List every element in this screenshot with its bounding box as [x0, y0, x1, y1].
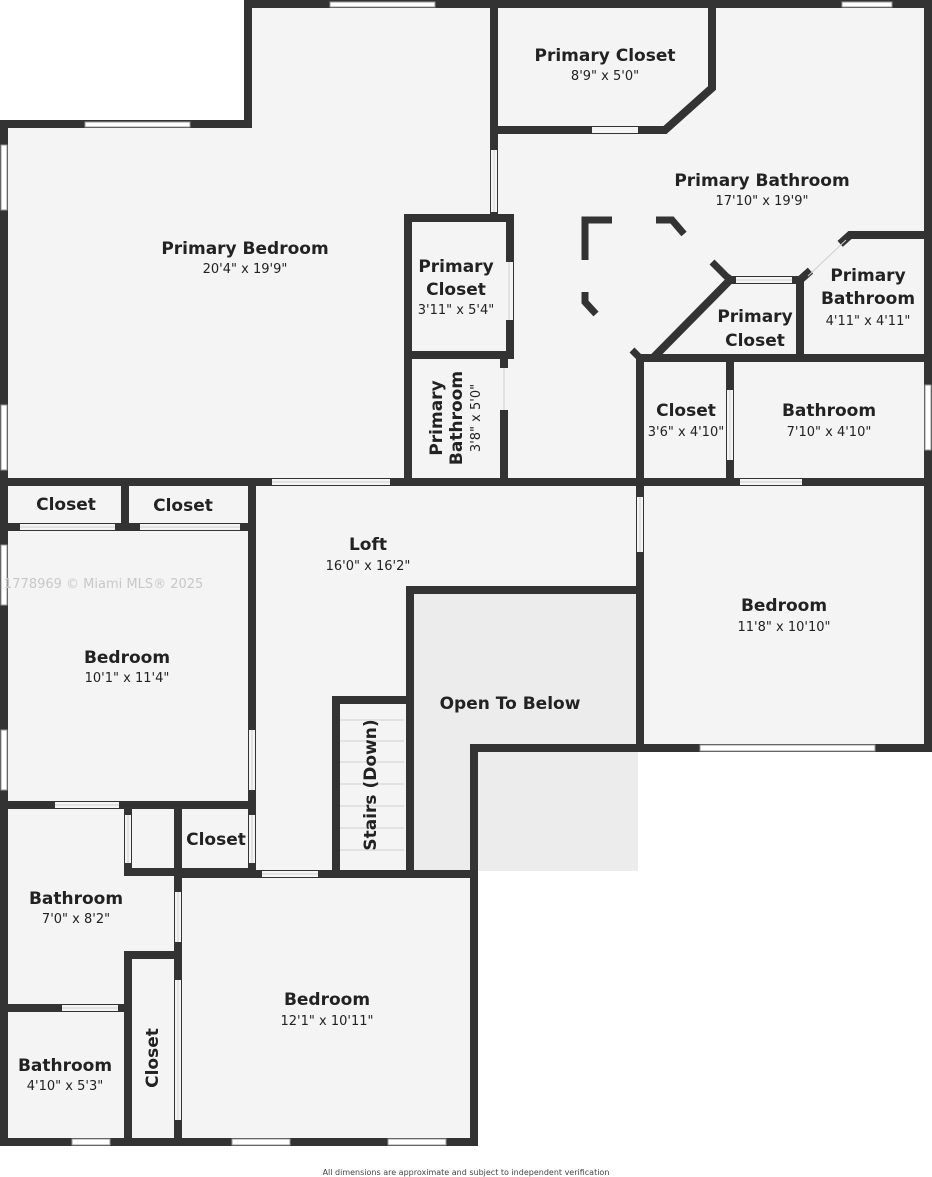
disclaimer: All dimensions are approximate and subje…: [323, 1168, 610, 1177]
label-closet-left-b: Closet: [153, 496, 213, 516]
label-closet-left-a: Closet: [36, 495, 96, 515]
dims-bathroom-right: 7'10" x 4'10": [787, 425, 872, 440]
dims-primary-closet-top: 8'9" x 5'0": [571, 69, 639, 84]
doorway-edges: [20, 150, 847, 1120]
bath-fixture-outline: [581, 216, 731, 361]
label-open-to-below: Open To Below: [440, 694, 581, 714]
dims-bedroom-left: 10'1" x 11'4": [85, 671, 170, 686]
label-bathroom-right: Bathroom: [782, 401, 876, 421]
dims-primary-bathroom-vertical: 3'8" x 5'0": [469, 384, 484, 452]
dims-bedroom-right: 11'8" x 10'10": [738, 620, 831, 635]
label-loft: Loft: [349, 535, 387, 555]
label-bathroom-left: Bathroom: [29, 889, 123, 909]
dims-closet-right: 3'6" x 4'10": [648, 425, 724, 440]
label-primary-closet-small-2: Closet: [426, 280, 486, 300]
dims-primary-bathroom-main: 17'10" x 19'9": [716, 194, 809, 209]
open-to-below-area-lower: [410, 748, 474, 871]
label-closet-mid: Closet: [186, 830, 246, 850]
label-bedroom-right: Bedroom: [741, 596, 827, 616]
dims-primary-closet-small: 3'11" x 5'4": [418, 303, 494, 318]
stair-treads: [340, 719, 404, 851]
label-closet-vertical: Closet: [143, 1028, 163, 1088]
label-primary-bathroom-main: Primary Bathroom: [674, 171, 849, 191]
dims-primary-bathroom-small: 4'11" x 4'11": [826, 314, 911, 329]
label-bedroom-left: Bedroom: [84, 648, 170, 668]
dims-bathroom-left: 7'0" x 8'2": [42, 912, 110, 927]
label-primary-closet-top: Primary Closet: [535, 46, 676, 66]
dims-loft: 16'0" x 16'2": [326, 559, 411, 574]
label-bathroom-bottom-left: Bathroom: [18, 1056, 112, 1076]
label-primary-closet-small-1: Primary: [418, 257, 493, 277]
label-primary-bathroom-vertical-1: Primary: [427, 380, 447, 455]
dims-bathroom-bottom-left: 4'10" x 5'3": [27, 1079, 103, 1094]
label-stairs: Stairs (Down): [361, 719, 381, 850]
label-primary-closet-mid-2: Closet: [725, 331, 785, 351]
label-primary-bedroom: Primary Bedroom: [161, 239, 328, 259]
dims-primary-bedroom: 20'4" x 19'9": [203, 262, 288, 277]
label-primary-bathroom-vertical-2: Bathroom: [447, 371, 467, 465]
floor-fill: [4, 4, 928, 1142]
windows: [0, 1, 932, 1146]
label-primary-closet-mid-1: Primary: [717, 307, 792, 327]
watermark: 1778969 © Miami MLS® 2025: [4, 577, 203, 592]
label-bedroom-bottom: Bedroom: [284, 990, 370, 1010]
label-closet-right: Closet: [656, 401, 716, 421]
dims-bedroom-bottom: 12'1" x 10'11": [281, 1014, 374, 1029]
label-primary-bathroom-small-2: Bathroom: [821, 289, 915, 309]
label-primary-bathroom-small-1: Primary: [830, 266, 905, 286]
